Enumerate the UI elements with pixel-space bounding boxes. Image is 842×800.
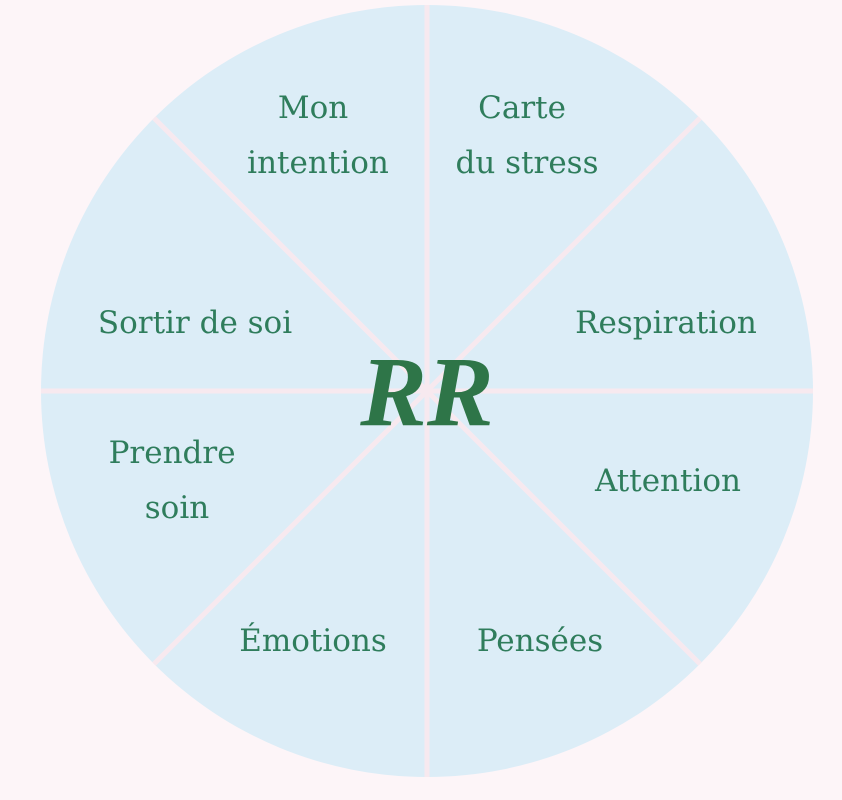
segment-attention: Attention — [594, 463, 741, 499]
center-label: RR — [359, 336, 493, 447]
dividers — [41, 5, 813, 777]
segment-line: du stress — [455, 145, 598, 181]
segment-mon-intention: Mon intention — [247, 90, 389, 181]
segment-line: intention — [247, 145, 389, 181]
segment-emotions: Émotions — [239, 621, 387, 659]
segment-respiration: Respiration — [575, 305, 757, 341]
segment-prendre-soin: Prendre soin — [109, 435, 246, 526]
segment-line: Carte — [478, 90, 566, 126]
segment-pensees: Pensées — [477, 623, 603, 659]
segment-line: soin — [145, 490, 209, 526]
divider-diagonal-2 — [152, 116, 702, 666]
segment-sortir-de-soi: Sortir de soi — [98, 305, 292, 341]
segment-line: Prendre — [109, 435, 236, 471]
segment-line: Mon — [278, 90, 348, 126]
segment-carte-du-stress: Carte du stress — [455, 90, 598, 181]
